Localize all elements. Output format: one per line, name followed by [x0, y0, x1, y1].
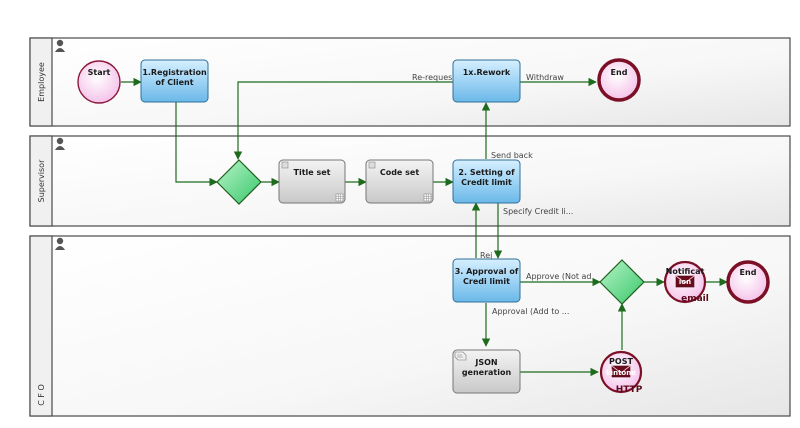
task-setting-of-credit-limit[interactable]: 2. Setting of Credit limit — [452, 159, 521, 204]
document-corner-icon — [281, 161, 289, 169]
person-icon — [55, 137, 65, 150]
lane-title-cfo: C F O — [37, 384, 46, 406]
task-label: 2. Setting of — [458, 168, 515, 177]
exclusive-gateway-supervisor[interactable] — [216, 159, 262, 205]
start-event[interactable]: Start — [77, 60, 121, 104]
exclusive-gateway-cfo[interactable] — [599, 259, 645, 305]
flow-label-reject: Rej — [480, 251, 492, 260]
flow-label-send-back: Send back — [491, 151, 533, 160]
event-label: Notificat — [666, 267, 705, 276]
start-event-label: Start — [88, 68, 111, 77]
lane-cfo: C F O — [29, 235, 791, 417]
event-label: ion — [679, 278, 691, 286]
task-label: 1.Registration — [142, 68, 207, 77]
task-registration-of-client[interactable]: 1.Registration of Client — [140, 59, 209, 103]
task-label: Code set — [380, 168, 419, 177]
end-event-label: End — [740, 268, 757, 277]
grid-icon — [423, 193, 432, 202]
task-label: of Client — [155, 78, 193, 87]
flow-label-approve-not-ad: Approve (Not ad — [526, 272, 592, 281]
task-label: Title set — [294, 168, 331, 177]
document-corner-icon — [368, 161, 376, 169]
script-icon — [454, 351, 467, 361]
flow-label-approval-add-to: Approval (Add to ... — [492, 307, 569, 316]
task-label: Credit limit — [461, 178, 512, 187]
event-label: POST — [609, 357, 633, 366]
flow-label-specify-credit: Specify Credit li... — [503, 207, 573, 216]
task-approval-of-credit-limit[interactable]: 3. Approval of Credi limit — [452, 258, 521, 303]
task-label: Credi limit — [463, 277, 510, 286]
task-label: 3. Approval of — [455, 267, 519, 276]
flow-rework-gateway[interactable] — [233, 81, 453, 160]
flow-label-re-request: Re-reques — [412, 73, 452, 82]
end-event-cfo[interactable]: End — [726, 260, 770, 304]
message-event-notification[interactable]: Notificat ion email — [663, 260, 709, 304]
flow-label-withdraw: Withdraw — [526, 73, 564, 82]
person-icon — [55, 39, 65, 52]
person-icon — [55, 237, 65, 250]
event-label: kintone — [606, 369, 636, 377]
sequence-flows — [121, 77, 728, 377]
end-event-label: End — [611, 68, 628, 77]
flow-registration-gateway[interactable] — [175, 102, 218, 187]
event-sub-label: HTTP — [616, 385, 643, 395]
task-title-set[interactable]: Title set — [278, 159, 346, 204]
grid-icon — [335, 193, 344, 202]
task-label: JSON — [474, 358, 497, 367]
task-label: 1x.Rework — [463, 68, 511, 77]
message-event-post-kintone[interactable]: POST kintone HTTP — [599, 350, 643, 395]
task-label: generation — [462, 368, 512, 377]
envelope-icon — [675, 275, 695, 288]
lane-title-employee: Employee — [37, 62, 46, 102]
event-sub-label: email — [681, 294, 709, 304]
task-json-generation[interactable]: JSON generation — [452, 349, 521, 394]
lane-title-supervisor: Supervisor — [37, 159, 46, 202]
end-event-employee[interactable]: End — [597, 58, 641, 102]
envelope-icon — [611, 365, 631, 378]
task-rework[interactable]: 1x.Rework — [452, 59, 521, 103]
task-code-set[interactable]: Code set — [365, 159, 434, 204]
